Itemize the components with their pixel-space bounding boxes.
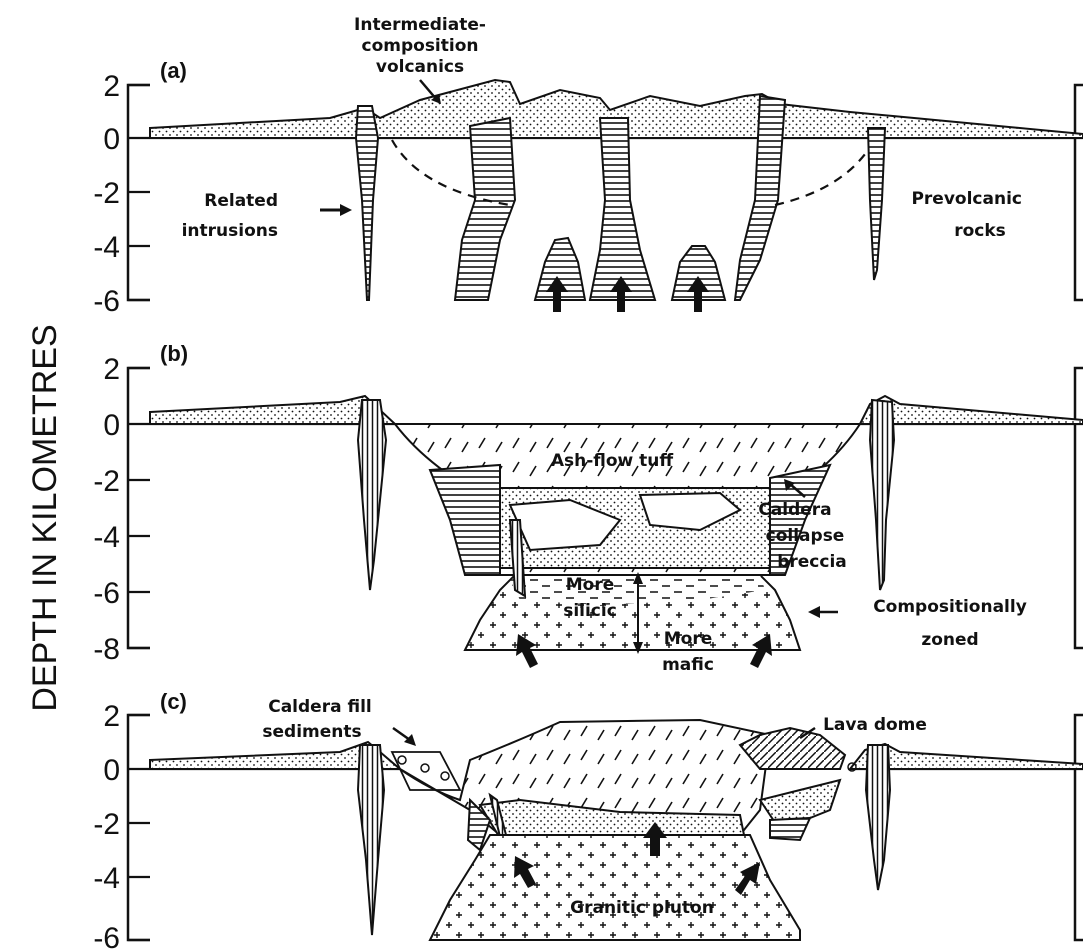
panel-c-intrusion-left — [358, 745, 384, 935]
panel-a-ticks: 2 0 -2 -4 -6 — [93, 70, 150, 318]
panel-a-tick-0: 0 — [103, 123, 120, 156]
panel-c-tick-neg2: -2 — [93, 808, 120, 841]
panel-c: 2 0 -2 -4 -6 (c) — [93, 689, 1083, 949]
panel-b-tick-neg6: -6 — [93, 577, 120, 610]
panel-b-collapse-wall-left — [430, 465, 500, 575]
panel-b-mafic-label-2: mafic — [662, 655, 714, 675]
y-axis-title: DEPTH IN KILOMETRES — [26, 324, 64, 711]
panel-c-intrusion-right — [866, 745, 890, 890]
panel-b-caldera-label-3: breccia — [777, 552, 847, 572]
panel-a-prevolcanic-label-2: rocks — [954, 221, 1006, 241]
panel-b-zoned-label-2: zoned — [921, 630, 978, 650]
panel-b-tuff-label: Ash-flow tuff — [551, 451, 674, 471]
panel-b-tick-neg4: -4 — [93, 521, 120, 554]
panel-c-tick-neg4: -4 — [93, 862, 120, 895]
panel-b-label: (b) — [160, 341, 188, 366]
panel-c-tick-2: 2 — [103, 700, 120, 733]
panel-a-intrusions-pointer-head — [340, 204, 352, 216]
panel-b-tick-2: 2 — [103, 353, 120, 386]
panel-b-zoned-pointer-head — [808, 606, 820, 618]
panel-b: 2 0 -2 -4 -6 -8 (b) A — [93, 341, 1083, 675]
panel-c-pluton-label: Granitic pluton — [570, 898, 714, 918]
panel-b-mafic-label-1: More — [664, 629, 713, 649]
panel-a-dashed-arc-right — [775, 150, 868, 205]
panel-c-axis — [128, 715, 150, 940]
panel-a-tick-neg6: -6 — [93, 285, 120, 318]
panel-a-intrusion-3 — [590, 118, 655, 300]
panel-b-ticks: 2 0 -2 -4 -6 -8 — [93, 353, 150, 666]
panel-b-caldera-label-1: Caldera — [758, 500, 831, 520]
panel-b-zoned-label-1: Compositionally — [873, 597, 1027, 617]
panel-a-volcanics-label-2: composition — [362, 36, 479, 56]
panel-c-fill-label-2: sediments — [262, 722, 361, 742]
panel-a-tick-neg4: -4 — [93, 231, 120, 264]
panel-a-volcanics-label-3: volcanics — [376, 57, 464, 77]
panel-a-intrusion-5 — [868, 128, 885, 280]
panel-c-ticks: 2 0 -2 -4 -6 — [93, 700, 150, 949]
panel-c-fill-pointer — [393, 728, 410, 740]
panel-a-intrusions-label-2: intrusions — [182, 221, 278, 241]
panel-b-silicic-label-2: silicic — [563, 601, 617, 621]
panel-b-tick-neg2: -2 — [93, 465, 120, 498]
panel-b-intrusion-right — [870, 400, 894, 590]
panel-b-intrusion-left — [358, 400, 386, 590]
panel-c-wall-right — [770, 818, 810, 840]
panel-a-prevolcanic-label-1: Prevolcanic — [911, 189, 1022, 209]
panel-c-dome-label: Lava dome — [823, 715, 927, 735]
panel-b-silicic-label-1: More — [566, 575, 615, 595]
panel-c-label: (c) — [160, 689, 187, 714]
panel-a-volcanics-label-1: Intermediate- — [354, 15, 486, 35]
panel-c-tick-neg6: -6 — [93, 922, 120, 949]
panel-a-tick-neg2: -2 — [93, 177, 120, 210]
panel-c-fill-label-1: Caldera fill — [268, 697, 372, 717]
panel-a-label: (a) — [160, 58, 187, 83]
panel-b-tick-neg8: -8 — [93, 633, 120, 666]
panel-a-intrusion-1 — [356, 106, 378, 300]
panel-a-intrusions-label-1: Related — [204, 191, 278, 211]
panel-a: 2 0 -2 -4 -6 (a) Intermediate- compositi… — [93, 15, 1083, 318]
panel-b-volcanic-left — [150, 396, 395, 424]
panel-b-right-frame — [1075, 368, 1083, 648]
panel-c-right-frame — [1075, 715, 1083, 940]
panel-b-axis — [128, 368, 150, 648]
panel-c-tick-0: 0 — [103, 754, 120, 787]
panel-a-intrusion-2 — [455, 118, 515, 300]
panel-b-tick-0: 0 — [103, 409, 120, 442]
panel-a-right-frame — [1075, 85, 1083, 300]
panel-b-caldera-label-2: collapse — [766, 526, 845, 546]
panel-a-tick-2: 2 — [103, 70, 120, 103]
